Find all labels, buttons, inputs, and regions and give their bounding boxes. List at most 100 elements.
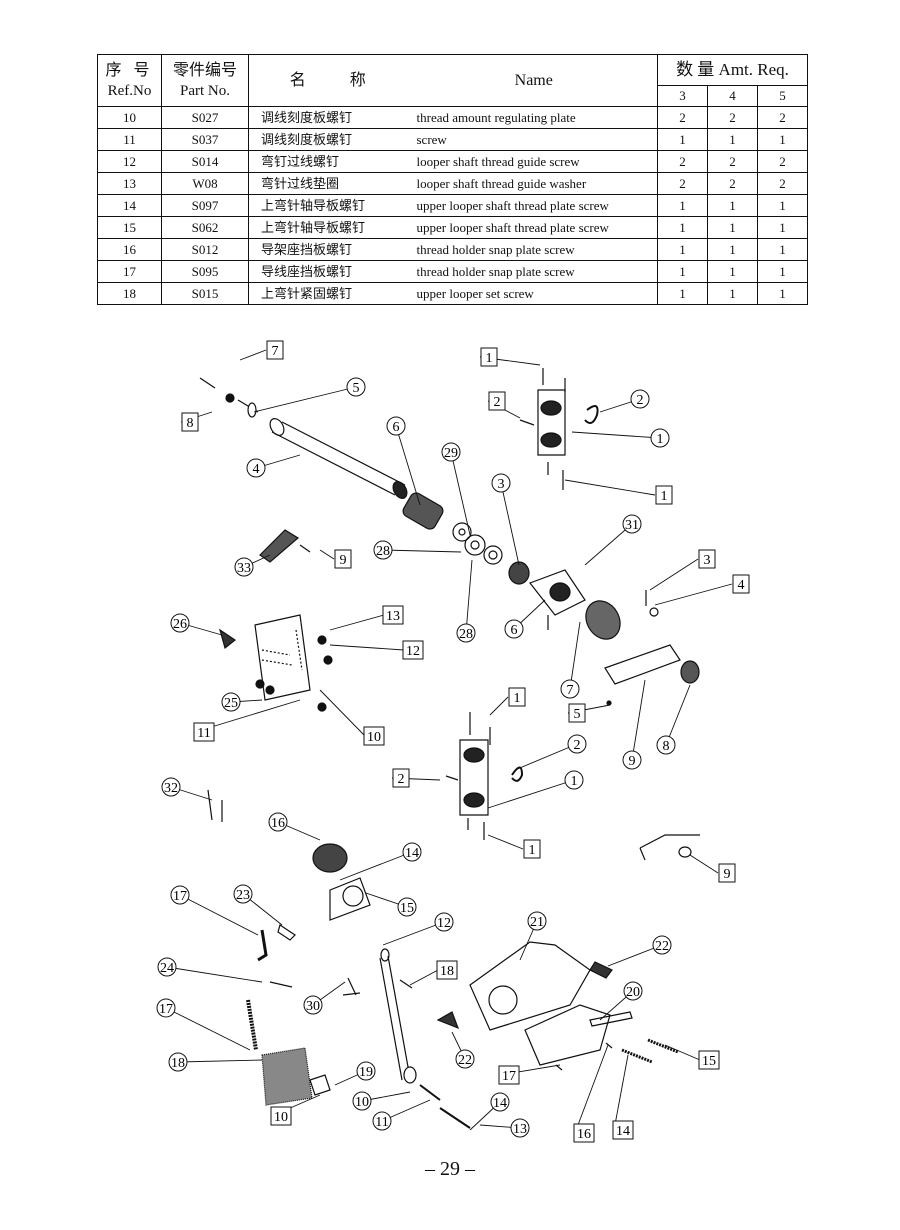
callout-circle: 18: [168, 1052, 188, 1072]
qty-3-cell: 1: [657, 282, 708, 305]
callout-label: 16: [577, 1127, 591, 1142]
qty-5-cell: 1: [757, 216, 808, 239]
callout-label: 4: [253, 462, 260, 477]
callout-label: 1: [661, 489, 668, 504]
callout-label: 12: [406, 644, 420, 659]
callout-label: 19: [359, 1065, 373, 1080]
callout-circle: 14: [490, 1092, 510, 1112]
callout-box: 9: [334, 549, 352, 569]
lower-bracket-part: [445, 712, 524, 840]
callout-label: 12: [437, 916, 451, 931]
callout-box: 11: [193, 722, 215, 742]
qty-col-5: 5: [757, 85, 808, 107]
callout-label: 2: [574, 738, 581, 753]
qty-5-cell: 1: [757, 260, 808, 283]
callout-circle: 2: [567, 734, 587, 754]
callout-circle: 16: [268, 812, 288, 832]
callout-circle: 3: [491, 473, 511, 493]
callout-box: 7: [266, 340, 284, 360]
callout-box: 13: [382, 605, 404, 625]
name-en-cell: upper looper shaft thread plate screw: [410, 216, 658, 239]
callout-label: 21: [530, 915, 544, 930]
name-cn-cell: 弯针过线垫圈: [248, 172, 411, 195]
name-cn-cell: 上弯针轴导板螺钉: [248, 194, 411, 217]
callout-label: 8: [663, 739, 670, 754]
callout-circle: 12: [434, 912, 454, 932]
callout-label: 10: [367, 730, 381, 745]
name-en-cell: looper shaft thread guide washer: [410, 172, 658, 195]
callout-label: 16: [271, 816, 285, 831]
callout-circle: 24: [157, 957, 177, 977]
callout-circle: 1: [650, 428, 670, 448]
part-no-cell: S014: [161, 150, 249, 173]
callout-label: 15: [702, 1054, 716, 1069]
callout-circle: 6: [504, 619, 524, 639]
qty-4-cell: 2: [707, 172, 758, 195]
exploded-parts-diagram: 7812193413121110512191817161415105462932…: [156, 340, 750, 1143]
qty-5-cell: 2: [757, 150, 808, 173]
callout-circle: 2: [630, 389, 650, 409]
callout-label: 1: [486, 351, 493, 366]
housing-part: [436, 941, 679, 1071]
callout-circle: 25: [221, 692, 241, 712]
callout-box: 17: [498, 1065, 520, 1085]
callout-box: 15: [698, 1050, 720, 1070]
callout-circle: 22: [455, 1049, 475, 1069]
callout-label: 26: [173, 617, 187, 632]
ref-no-cell: 11: [97, 128, 162, 151]
callout-circle: 4: [246, 458, 266, 478]
callout-label: 10: [355, 1095, 369, 1110]
callout-box: 18: [436, 960, 458, 980]
callout-circle: 17: [170, 885, 190, 905]
name-cn-cell: 上弯针紧固螺钉: [248, 282, 411, 305]
right-bracket-part: [639, 834, 700, 861]
callout-label: 14: [616, 1124, 630, 1139]
callout-label: 3: [498, 477, 505, 492]
qty-5-cell: 2: [757, 172, 808, 195]
qty-col-4: 4: [707, 85, 758, 107]
callout-circle: 30: [303, 995, 323, 1015]
callout-label: 9: [629, 754, 636, 769]
callout-box: 5: [568, 703, 586, 723]
callout-label: 24: [160, 961, 174, 976]
callout-circle: 8: [656, 735, 676, 755]
page-number: – 29 –: [425, 1158, 475, 1180]
qty-3-cell: 1: [657, 238, 708, 261]
callout-label: 1: [657, 432, 664, 447]
name-en-header: Name: [410, 54, 658, 107]
callout-circle: 20: [623, 981, 643, 1001]
callout-label: 18: [440, 964, 454, 979]
name-cn-cell: 导线座挡板螺钉: [248, 260, 411, 283]
ref-no-cell: 15: [97, 216, 162, 239]
callout-circle: 1: [564, 770, 584, 790]
part-no-cell: S097: [161, 194, 249, 217]
callout-box: 1: [508, 687, 526, 707]
callout-box: 10: [363, 726, 385, 746]
callout-label: 10: [274, 1110, 288, 1125]
ref-no-cell: 18: [97, 282, 162, 305]
callout-label: 13: [513, 1122, 527, 1137]
qty-3-cell: 2: [657, 150, 708, 173]
name-cn-cell: 调线刻度板螺钉: [248, 128, 411, 151]
part-no-cell: S095: [161, 260, 249, 283]
callout-label: 7: [272, 344, 279, 359]
name-en-cell: thread amount regulating plate: [410, 106, 658, 129]
tension-plate-part: [218, 614, 333, 712]
callout-label: 25: [224, 696, 238, 711]
name-en-cell: upper looper set screw: [410, 282, 658, 305]
callout-label: 28: [376, 544, 390, 559]
small-bracket-part: [259, 529, 311, 563]
lower-parts: [207, 789, 471, 1129]
qty-header: 数 量 Amt. Req.: [657, 54, 808, 86]
name-en-cell: thread holder snap plate screw: [410, 238, 658, 261]
callout-circle: 15: [397, 897, 417, 917]
callout-box: 4: [732, 574, 750, 594]
qty-3-cell: 1: [657, 260, 708, 283]
qty-4-cell: 1: [707, 128, 758, 151]
